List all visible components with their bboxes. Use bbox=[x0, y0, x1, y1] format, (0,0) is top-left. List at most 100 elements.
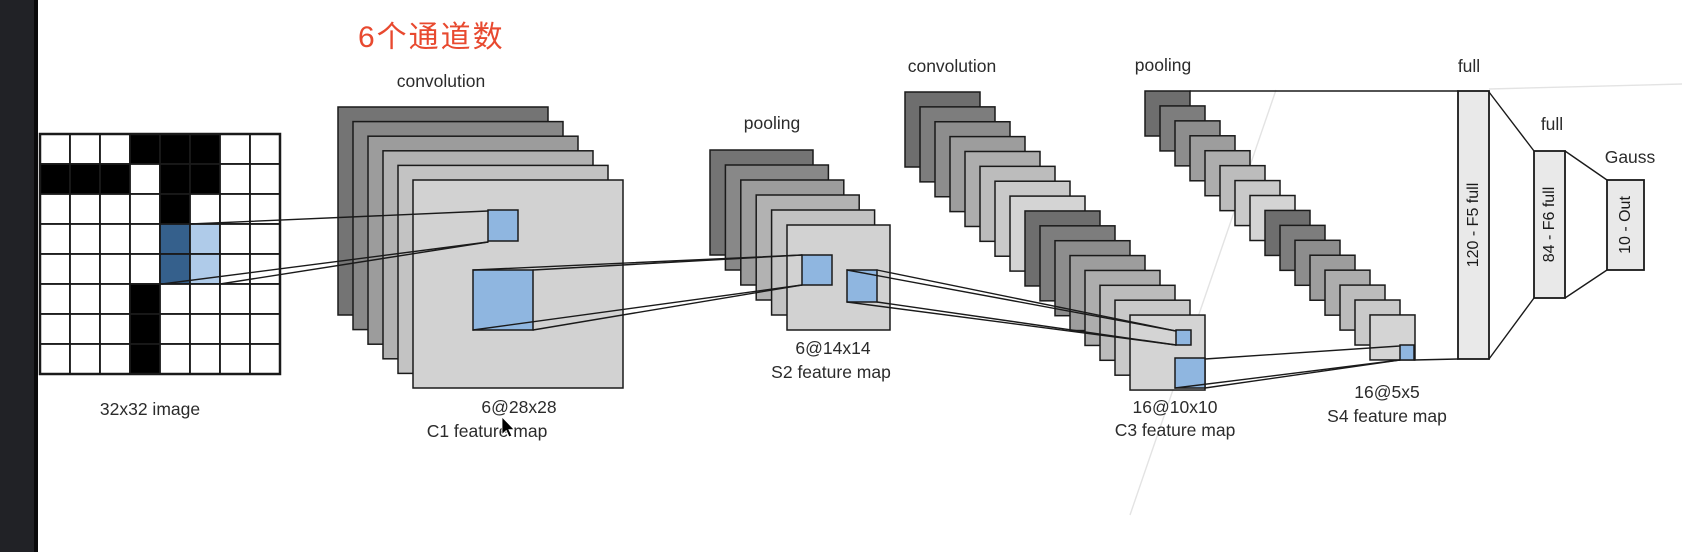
receptive-field-highlight bbox=[472, 269, 534, 331]
grid-cell bbox=[99, 283, 131, 315]
layer-caption: C1 feature map bbox=[427, 421, 548, 441]
grid-cell bbox=[159, 193, 191, 225]
receptive-field-highlight bbox=[846, 269, 878, 303]
fc-bar-label: 84 - F6 full bbox=[1541, 187, 1558, 263]
grid-cell bbox=[99, 163, 131, 195]
app-sidebar bbox=[0, 0, 38, 552]
grid-cell bbox=[219, 313, 251, 345]
grid-cell bbox=[39, 313, 71, 345]
faint-artifact-line bbox=[1488, 83, 1682, 90]
fc-bar-label: 10 - Out bbox=[1617, 196, 1634, 254]
connection-line bbox=[876, 301, 1177, 346]
grid-cell bbox=[219, 283, 251, 315]
stage-label: convolution bbox=[397, 71, 486, 91]
grid-cell bbox=[129, 253, 161, 285]
grid-cell bbox=[99, 193, 131, 225]
app-sidebar-edge bbox=[34, 0, 38, 552]
connection-line bbox=[1488, 297, 1535, 360]
grid-cell bbox=[219, 193, 251, 225]
grid-cell bbox=[249, 283, 281, 315]
grid-cell bbox=[189, 193, 221, 225]
layer-caption: 6@28x28 bbox=[481, 397, 556, 417]
layer-caption: C3 feature map bbox=[1115, 420, 1236, 440]
connection-line bbox=[1174, 359, 1401, 389]
grid-cell bbox=[249, 163, 281, 195]
fc-bar-label: 120 - F5 full bbox=[1465, 183, 1482, 267]
grid-cell bbox=[189, 223, 221, 255]
grid-cell bbox=[219, 343, 251, 375]
out-bar: 10 - Out bbox=[1606, 179, 1645, 271]
grid-cell bbox=[129, 223, 161, 255]
grid-cell bbox=[249, 193, 281, 225]
connection-line bbox=[1204, 359, 1401, 389]
layer-caption: S4 feature map bbox=[1327, 406, 1447, 426]
stage-label: Gauss bbox=[1605, 147, 1656, 167]
connection-line bbox=[846, 269, 1177, 332]
receptive-field-highlight bbox=[1399, 344, 1415, 361]
connection-line bbox=[472, 284, 803, 331]
layer-caption: S2 feature map bbox=[771, 362, 891, 382]
layer-caption: 6@14x14 bbox=[795, 338, 870, 358]
grid-cell bbox=[219, 133, 251, 165]
grid-cell bbox=[189, 343, 221, 375]
channel-annotation: 6个通道数 bbox=[358, 21, 505, 54]
grid-cell bbox=[39, 133, 71, 165]
grid-cell bbox=[69, 343, 101, 375]
receptive-field-highlight bbox=[1174, 357, 1206, 389]
grid-cell bbox=[39, 283, 71, 315]
grid-cell bbox=[219, 163, 251, 195]
connection-line bbox=[1564, 269, 1608, 299]
grid-cell bbox=[69, 133, 101, 165]
grid-cell bbox=[159, 223, 191, 255]
stage-label: pooling bbox=[744, 113, 800, 133]
grid-cell bbox=[129, 343, 161, 375]
stage-label: pooling bbox=[1135, 55, 1191, 75]
c1-stack bbox=[337, 106, 624, 389]
grid-cell bbox=[69, 313, 101, 345]
connection-line bbox=[1413, 358, 1459, 361]
receptive-field-highlight bbox=[801, 254, 833, 286]
connection-line bbox=[1564, 150, 1608, 181]
stage-label: full bbox=[1541, 114, 1563, 134]
connection-line bbox=[219, 241, 489, 285]
grid-cell bbox=[99, 133, 131, 165]
grid-cell bbox=[129, 163, 161, 195]
connection-line bbox=[532, 284, 803, 331]
grid-cell bbox=[39, 163, 71, 195]
grid-cell bbox=[219, 223, 251, 255]
grid-cell bbox=[249, 313, 281, 345]
f5-bar: 120 - F5 full bbox=[1457, 90, 1490, 360]
connection-line bbox=[161, 241, 489, 285]
grid-cell bbox=[189, 283, 221, 315]
grid-cell bbox=[159, 253, 191, 285]
grid-cell bbox=[129, 283, 161, 315]
grid-cell bbox=[189, 133, 221, 165]
grid-cell bbox=[39, 343, 71, 375]
fc-bar-rect bbox=[1533, 150, 1566, 299]
grid-cell bbox=[69, 223, 101, 255]
grid-cell bbox=[69, 193, 101, 225]
grid-cell bbox=[69, 163, 101, 195]
mouse-cursor bbox=[501, 416, 516, 438]
layer-caption: 16@5x5 bbox=[1354, 382, 1419, 402]
receptive-field-highlight bbox=[1175, 329, 1192, 346]
faint-artifact-line bbox=[1129, 89, 1277, 516]
receptive-field-highlight bbox=[487, 209, 519, 242]
grid-cell bbox=[99, 313, 131, 345]
grid-cell bbox=[159, 283, 191, 315]
grid-cell bbox=[69, 283, 101, 315]
grid-cell bbox=[99, 223, 131, 255]
grid-cell bbox=[39, 223, 71, 255]
input-image-grid bbox=[38, 132, 282, 376]
grid-border bbox=[38, 132, 282, 376]
grid-cell bbox=[129, 313, 161, 345]
grid-cell bbox=[129, 133, 161, 165]
connection-line bbox=[1204, 345, 1401, 360]
app-sidebar-body bbox=[0, 0, 34, 552]
grid-cell bbox=[39, 253, 71, 285]
grid-cell bbox=[99, 343, 131, 375]
layer-caption: 16@10x10 bbox=[1133, 397, 1218, 417]
fc-bar-rect bbox=[1457, 90, 1490, 360]
